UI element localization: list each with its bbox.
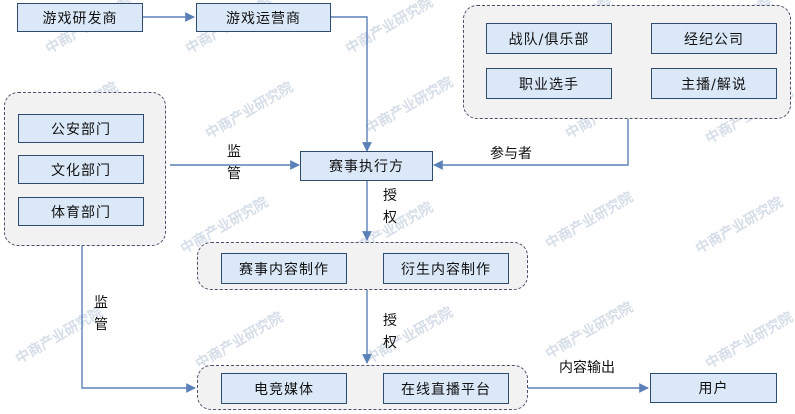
node-sports-dept: 体育部门 — [18, 197, 144, 226]
label-supervise-2-char-1: 监 — [94, 295, 108, 311]
node-game-developer: 游戏研发商 — [17, 3, 143, 32]
label-supervise-2: 监 管 — [92, 292, 110, 336]
node-esports-media: 电竞媒体 — [221, 373, 347, 404]
label-authorize-2-char-2: 权 — [383, 335, 397, 351]
node-pro-player: 职业选手 — [486, 68, 612, 99]
label-content-output: 内容输出 — [559, 360, 615, 376]
label-authorize-2: 授 权 — [381, 310, 399, 354]
node-game-operator: 游戏运营商 — [196, 3, 331, 32]
label-supervise-1-char-1: 监 — [227, 144, 241, 160]
label-authorize-1-char-2: 权 — [383, 210, 397, 226]
node-live-streaming-platform: 在线直播平台 — [383, 373, 509, 404]
node-derivative-content-production: 衍生内容制作 — [383, 253, 509, 284]
label-authorize-1-char-1: 授 — [383, 188, 397, 204]
node-team-club: 战队/俱乐部 — [486, 23, 612, 54]
arrow-operator-to-organizer — [331, 16, 372, 152]
node-user: 用户 — [650, 373, 777, 403]
label-supervise-1-char-2: 管 — [227, 166, 241, 182]
arrow-government-to-distribution — [81, 246, 196, 393]
node-event-organizer: 赛事执行方 — [300, 151, 433, 181]
label-supervise-1: 监 管 — [225, 141, 243, 185]
arrow-participants-to-organizer — [433, 119, 629, 170]
label-participants: 参与者 — [490, 146, 532, 162]
label-supervise-2-char-2: 管 — [94, 317, 108, 333]
node-agency-company: 经纪公司 — [651, 23, 777, 54]
node-culture-dept: 文化部门 — [18, 155, 144, 184]
node-public-security: 公安部门 — [18, 114, 144, 143]
node-event-content-production: 赛事内容制作 — [221, 253, 347, 284]
node-streamer-commentator: 主播/解说 — [651, 68, 777, 99]
label-authorize-1: 授 权 — [381, 185, 399, 229]
label-authorize-2-char-1: 授 — [383, 313, 397, 329]
